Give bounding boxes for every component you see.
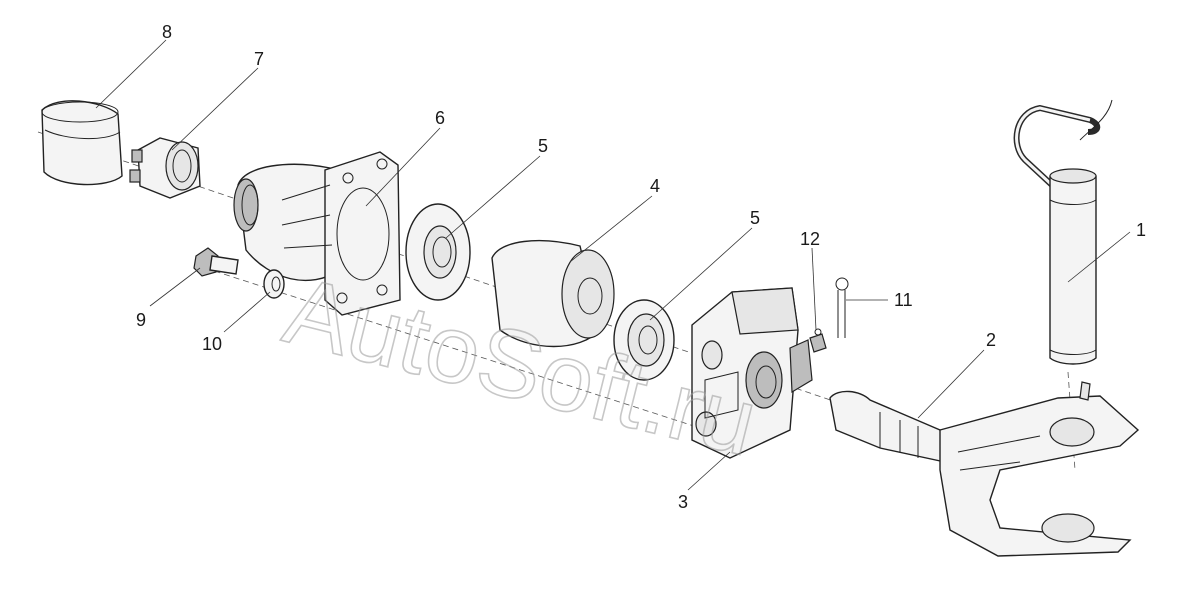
part-5-washer-b (613, 299, 675, 381)
leader-lines (95, 39, 1131, 491)
callout-6: 6 (435, 108, 445, 128)
callout-2: 2 (986, 330, 996, 350)
callout-3: 3 (678, 492, 688, 512)
part-1-hitch-pin (1013, 99, 1113, 365)
part-9-bolt (193, 247, 239, 277)
callout-7: 7 (254, 49, 264, 69)
part-7-bushing (129, 137, 201, 199)
part-12-grease-nipple (809, 328, 827, 353)
callout-10: 10 (202, 334, 222, 354)
callout-12: 12 (800, 229, 820, 249)
part-5-washer-a (405, 203, 471, 301)
callout-8: 8 (162, 22, 172, 42)
callout-4: 4 (650, 176, 660, 196)
callout-labels: 8 7 6 5 4 5 12 11 1 2 3 9 10 (136, 22, 1146, 512)
part-8-sleeve (41, 100, 123, 186)
part-11-cotter-pin (835, 277, 849, 338)
callout-5-upper: 5 (538, 136, 548, 156)
callout-11: 11 (894, 290, 913, 310)
part-3-bracket (691, 287, 813, 459)
part-10-washer (263, 269, 285, 299)
part-4-roller (491, 239, 615, 348)
callout-9: 9 (136, 310, 146, 330)
part-6-flange-housing (233, 151, 401, 316)
callout-1: 1 (1136, 220, 1146, 240)
part-2-hitch-jaw (829, 381, 1140, 557)
callout-5-lower: 5 (750, 208, 760, 228)
